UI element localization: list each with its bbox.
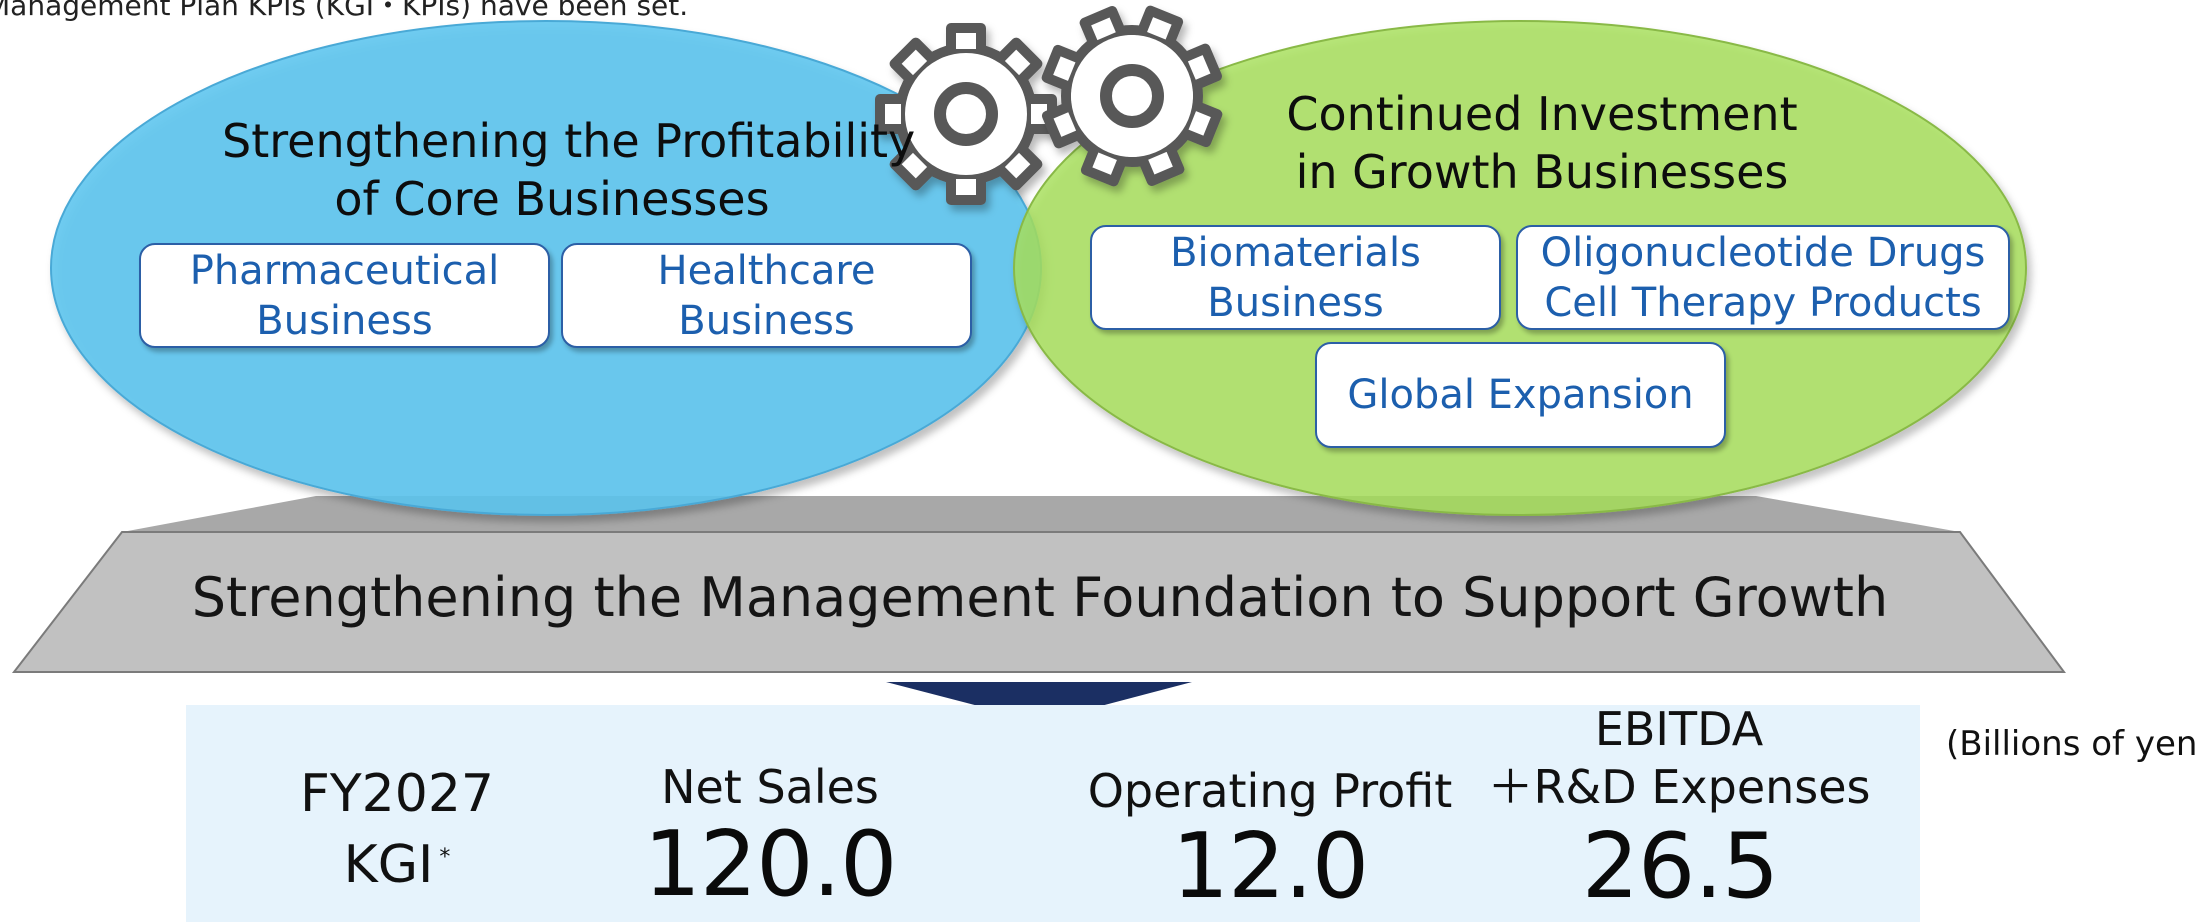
gear-icon — [1041, 5, 1223, 187]
kgi-panel — [186, 705, 1920, 922]
kgi-footnote-mark: * — [439, 845, 451, 870]
kgi-label: FY2027 KGI* — [300, 762, 494, 897]
ebitda-rd-label: EBITDA ＋R&D Expenses — [1487, 702, 1871, 814]
healthcare-business-box: Healthcare Business — [561, 243, 972, 348]
header-note: Management Plan KPIs (KGI・KPIs) have bee… — [0, 0, 689, 22]
down-arrow-icon — [886, 682, 1192, 722]
global-expansion-box: Global Expansion — [1315, 342, 1726, 448]
kgi-name: KGI* — [343, 835, 451, 895]
operating-profit-label: Operating Profit — [1087, 764, 1453, 818]
core-title: Strengthening the Profitability of Core … — [222, 112, 916, 228]
growth-title: Continued Investment in Growth Businesse… — [1232, 85, 1852, 201]
net-sales-value: 120.0 — [643, 812, 898, 917]
gear-icon — [875, 23, 1057, 205]
core-title-line2: of Core Businesses — [334, 172, 770, 226]
net-sales-label: Net Sales — [661, 760, 879, 814]
foundation-label: Strengthening the Management Foundation … — [191, 566, 1889, 629]
oligonucleotide-cell-therapy-box: Oligonucleotide Drugs Cell Therapy Produ… — [1516, 225, 2010, 330]
foundation-slab — [11, 531, 2066, 673]
unit-note: (Billions of yen) — [1946, 724, 2200, 764]
growth-title-line2: in Growth Businesses — [1295, 145, 1789, 199]
growth-title-line1: Continued Investment — [1286, 87, 1798, 141]
ebitda-rd-value: 26.5 — [1581, 814, 1779, 919]
kgi-year: FY2027 — [300, 764, 495, 824]
operating-profit-value: 12.0 — [1171, 814, 1369, 919]
pharmaceutical-business-box: Pharmaceutical Business — [139, 243, 550, 348]
biomaterials-business-box: Biomaterials Business — [1090, 225, 1501, 330]
core-title-line1: Strengthening the Profitability — [222, 114, 916, 168]
